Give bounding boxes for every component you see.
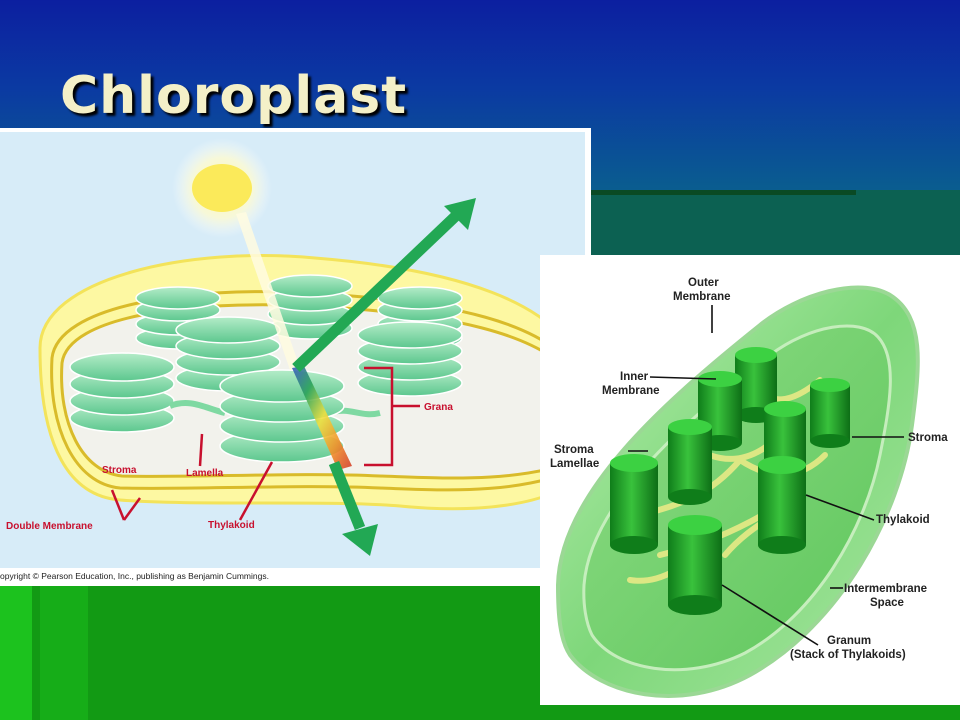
double-membrane-pointer [122,497,142,521]
label-intermembrane-space-line2: Space [870,597,904,609]
granum-stack [758,456,806,554]
label-thylakoid: Thylakoid [208,520,255,531]
chloroplast-3d-cutaway-diagram: Outer Membrane Inner Membrane Stroma Lam… [540,255,960,705]
label-inner-membrane-line2: Membrane [602,385,660,397]
label-intermembrane-space-line1: Intermembrane [844,583,927,595]
leader-lines [628,305,904,646]
label-double-membrane: Double Membrane [6,521,93,532]
transmitted-light-arrow [328,460,366,531]
reflected-light-arrow [292,206,466,372]
label-outer-membrane-line2: Membrane [673,291,731,303]
label-granum-line2: (Stack of Thylakoids) [790,649,906,661]
background-stripe [0,585,32,720]
labels: Outer Membrane Inner Membrane Stroma Lam… [550,277,948,661]
grana-bracket [364,366,394,467]
double-membrane-pointer [110,489,126,521]
label-thylakoid: Thylakoid [876,514,930,526]
background-band-line [590,190,856,195]
light-beam [236,212,300,370]
label-stroma-lamellae-line2: Lamellae [550,458,599,470]
lamella-pointer [198,433,204,467]
spectrum-beam [292,366,352,470]
reflected-arrow-head [444,198,476,230]
slide-title: Chloroplast [60,66,408,126]
label-lamella: Lamella [186,468,224,479]
granum-stack [610,454,658,554]
granum-middle-right [357,321,463,397]
label-stroma-lamellae-line1: Stroma [554,444,594,456]
granum-stack [668,419,712,505]
label-grana: Grana [424,402,453,413]
sun [192,164,252,212]
granum-stack [668,515,722,615]
inner-membrane [50,290,587,492]
chloroplast-cross-section-diagram: Grana Lamella Stroma Thylakoid Double Me… [0,128,591,586]
copyright-notice: opyright © Pearson Education, Inc., publ… [0,571,269,581]
background-stripe [40,585,88,720]
label-granum-line1: Granum [827,635,871,647]
granum-stack [810,378,850,448]
thylakoid-pointer [238,461,274,521]
lamella [168,400,226,416]
granum-front-left [69,352,175,433]
transmitted-arrow-head [342,524,378,556]
label-stroma: Stroma [102,465,137,476]
label-inner-membrane-line1: Inner [620,371,649,383]
label-stroma: Stroma [908,432,948,444]
label-outer-membrane-line1: Outer [688,277,719,289]
